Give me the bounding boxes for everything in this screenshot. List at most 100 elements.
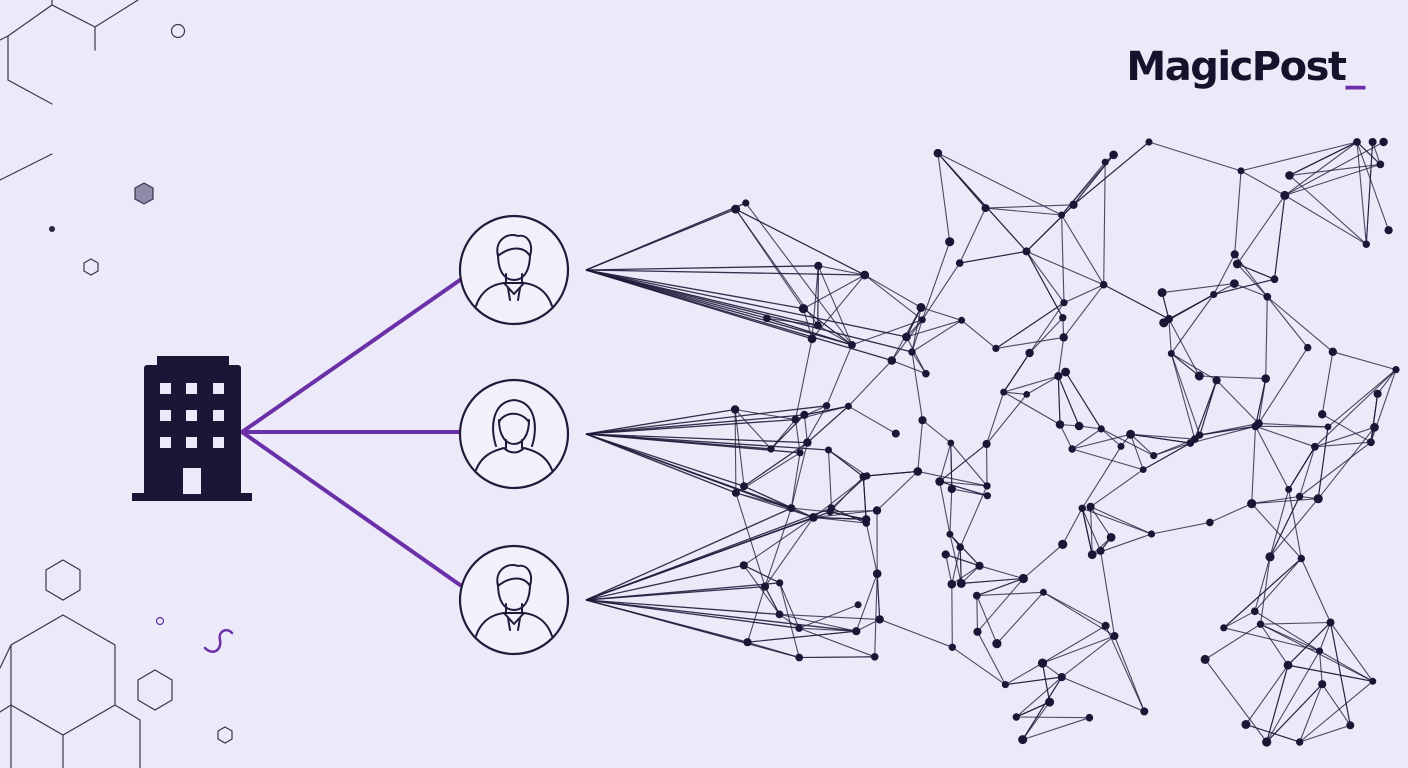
network-edge — [1042, 635, 1115, 664]
network-edge — [1284, 194, 1367, 245]
network-node — [1058, 539, 1068, 550]
network-edge — [911, 307, 922, 353]
network-node — [862, 519, 870, 527]
network-edge — [1113, 635, 1145, 712]
network-edge — [1199, 380, 1218, 436]
network-edge — [1016, 716, 1090, 719]
network-node — [1247, 499, 1257, 509]
network-node — [800, 410, 809, 419]
network-edge — [961, 577, 1024, 584]
network-edge — [866, 470, 918, 477]
network-node — [1392, 366, 1400, 374]
brand-logo: MagicPost_ — [1126, 44, 1366, 90]
network-edge — [1269, 498, 1319, 558]
network-edge — [1090, 506, 1093, 555]
network-edge — [1015, 676, 1063, 718]
network-edge — [779, 582, 800, 629]
network-edge — [906, 319, 962, 338]
network-node — [1057, 673, 1066, 682]
network-edge — [959, 485, 988, 548]
network-node — [1023, 391, 1031, 398]
network-edge — [961, 319, 997, 349]
network-node — [1059, 314, 1067, 322]
network-edge — [585, 418, 796, 435]
network-node — [1058, 211, 1066, 219]
network-edge — [1057, 337, 1065, 377]
network-edge — [585, 202, 747, 271]
network-edge — [585, 269, 865, 276]
network-node — [1369, 677, 1377, 685]
network-node — [731, 488, 740, 497]
network-edge — [1255, 426, 1290, 490]
network-edge — [743, 564, 780, 615]
network-node — [947, 439, 955, 447]
network-edge — [848, 360, 893, 407]
network-edge — [979, 565, 1024, 580]
network-edge — [1057, 375, 1080, 427]
network-node — [809, 513, 818, 522]
network-edge — [1251, 498, 1319, 505]
network-node — [1379, 137, 1388, 147]
network-edge — [922, 419, 952, 444]
network-edge — [807, 405, 849, 444]
network-edge — [1090, 506, 1152, 535]
network-edge — [951, 547, 961, 585]
network-edge — [1223, 558, 1302, 629]
network-node — [1018, 735, 1028, 745]
network-edge — [1260, 623, 1289, 666]
network-node — [854, 601, 862, 609]
network-node — [1055, 420, 1065, 429]
network-edge — [779, 613, 857, 632]
network-node — [1367, 438, 1375, 447]
network-node — [1001, 681, 1010, 689]
network-node — [875, 615, 884, 624]
network-node — [1018, 573, 1028, 584]
network-edge — [1365, 141, 1374, 245]
network-edge — [1321, 351, 1334, 415]
network-edge — [995, 336, 1064, 349]
network-edge — [1258, 378, 1267, 424]
network-edge — [906, 336, 927, 374]
network-edge — [1005, 662, 1043, 686]
network-edge — [855, 573, 878, 632]
network-node — [825, 446, 832, 454]
network-edge — [743, 516, 814, 566]
network-edge — [1073, 141, 1150, 206]
network-edge — [1005, 676, 1062, 686]
network-edge — [1043, 591, 1106, 627]
connector-to-person-1 — [240, 278, 462, 434]
network-edge — [951, 584, 953, 648]
network-node — [1265, 552, 1275, 562]
network-node — [956, 543, 964, 551]
brand-cursor: _ — [1345, 44, 1366, 90]
network-edge — [1319, 650, 1323, 685]
network-edge — [1377, 369, 1397, 395]
network-edge — [1240, 170, 1286, 196]
network-node — [775, 610, 784, 619]
network-edge — [1026, 251, 1064, 318]
network-edge — [1329, 622, 1351, 726]
network-edge — [1057, 376, 1061, 425]
network-node — [852, 627, 861, 636]
network-edge — [921, 262, 961, 321]
network-node — [1318, 680, 1327, 689]
network-node — [1159, 318, 1169, 328]
network-edge — [1255, 425, 1316, 448]
network-edge — [876, 471, 919, 511]
network-edge — [585, 433, 829, 451]
network-edge — [1251, 495, 1300, 505]
network-edge — [1003, 375, 1059, 393]
network-edge — [1255, 425, 1329, 428]
network-edge — [747, 641, 800, 659]
network-node — [1256, 620, 1265, 628]
network-edge — [1299, 684, 1323, 743]
network-node — [1126, 429, 1136, 439]
network-edge — [798, 627, 875, 658]
network-edge — [1266, 650, 1321, 743]
network-edge — [827, 449, 833, 509]
network-node — [860, 270, 870, 280]
network-edge — [1062, 508, 1083, 545]
network-node — [1140, 707, 1149, 716]
network-node — [848, 341, 856, 349]
